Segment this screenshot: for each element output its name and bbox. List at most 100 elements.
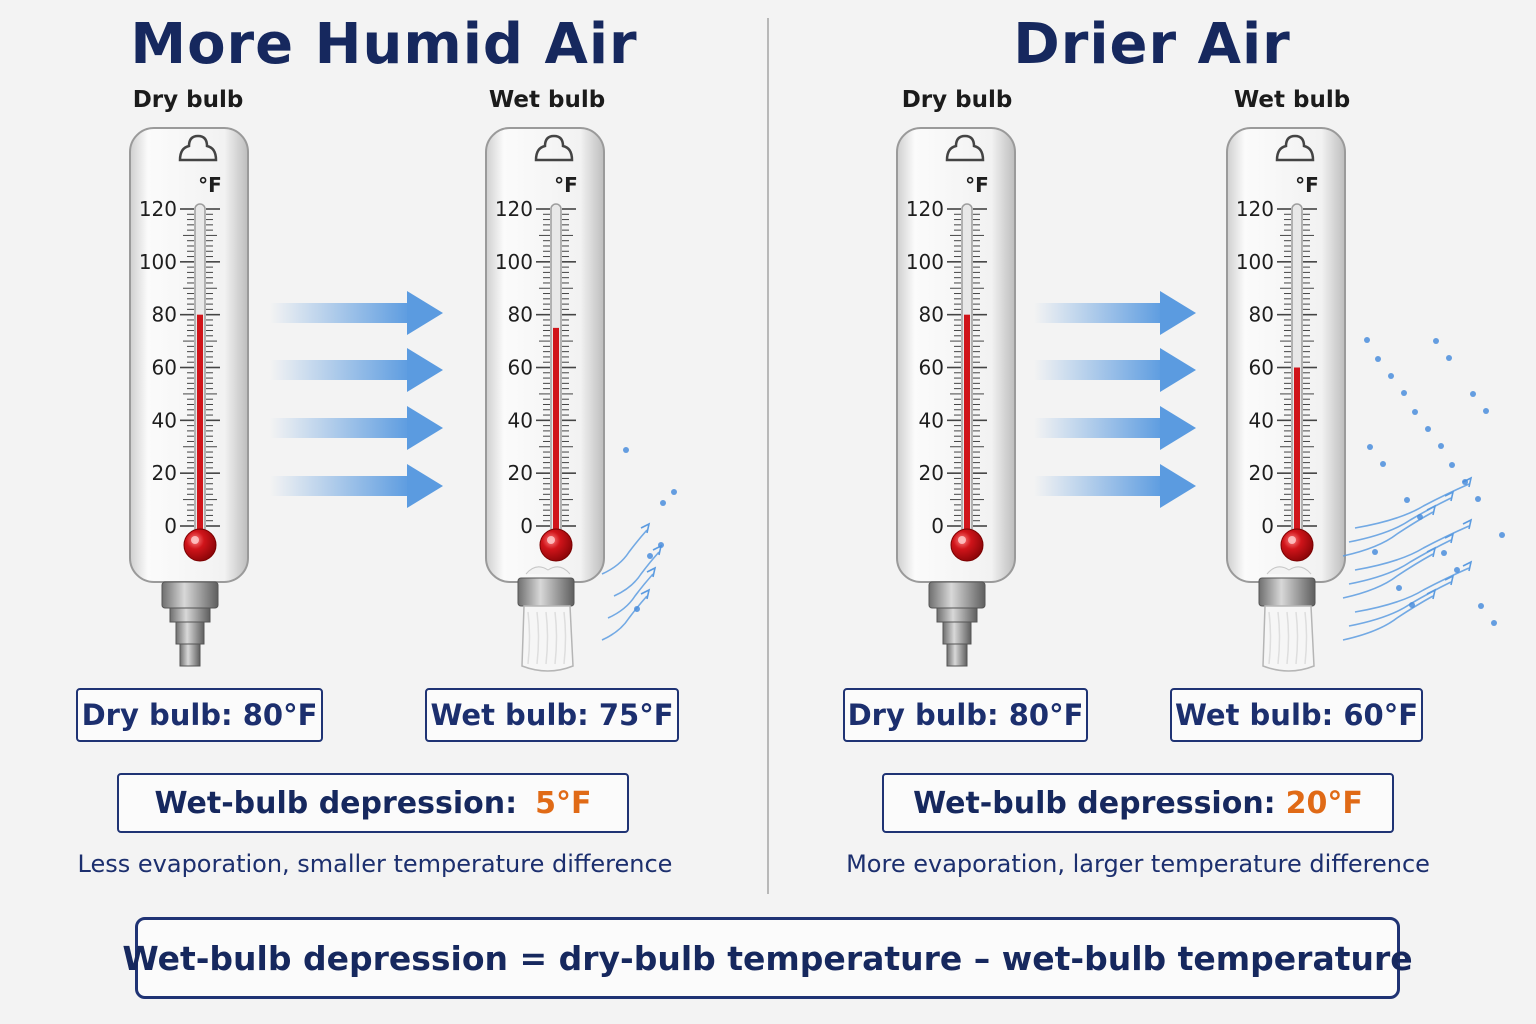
- airflow-arrow-shaft: [1034, 476, 1164, 496]
- water-droplet: [1396, 585, 1402, 591]
- vapor-wisp: [1354, 483, 1470, 529]
- tick-label: 20: [1249, 461, 1274, 485]
- water-droplet: [671, 489, 677, 495]
- water-droplet: [1401, 390, 1407, 396]
- airflow-arrow-shaft: [270, 360, 411, 380]
- water-droplet: [634, 606, 640, 612]
- tick-label: 20: [152, 461, 177, 485]
- wick-fiber: [1295, 611, 1299, 665]
- water-droplet: [1470, 391, 1476, 397]
- water-droplet: [1499, 532, 1505, 538]
- airflow-arrow-icon: [1160, 348, 1196, 392]
- mercury-bulb: [1280, 528, 1314, 562]
- wet-bulb-reading: Wet bulb: 60°F: [1170, 688, 1423, 742]
- water-droplet: [1446, 355, 1452, 361]
- tick-label: 100: [139, 250, 177, 274]
- bulb-highlight: [1288, 536, 1296, 544]
- wick-fiber: [1286, 611, 1290, 665]
- water-droplet: [1454, 567, 1460, 573]
- vapor-wisp: [1354, 567, 1470, 613]
- vapor-wisp: [607, 573, 654, 619]
- airflow-arrow-icon: [407, 348, 443, 392]
- drier-air-title: Drier Air: [1013, 12, 1291, 77]
- humid-air-title: More Humid Air: [130, 12, 638, 77]
- airflow-arrows: [1034, 291, 1196, 508]
- mercury-column: [964, 314, 970, 540]
- vapor-wisp: [1354, 525, 1470, 571]
- metal-collar: [936, 607, 978, 623]
- humid-caption: Less evaporation, smaller temperature di…: [77, 850, 673, 878]
- vapor-arrowhead: [640, 588, 651, 600]
- wet-bulb-depression-box: Wet-bulb depression: 5°F: [117, 773, 629, 833]
- wick-fiber: [1304, 611, 1308, 665]
- metal-collar: [161, 581, 219, 609]
- airflow-arrow-icon: [1160, 406, 1196, 450]
- tick-label: 40: [508, 408, 533, 432]
- tick-label: 60: [152, 356, 177, 380]
- metal-fitting: [946, 643, 968, 667]
- water-droplet: [647, 553, 653, 559]
- wet-bulb-label: Wet bulb: [1234, 87, 1350, 113]
- dry-bulb-reading: Dry bulb: 80°F: [76, 688, 323, 742]
- metal-collar: [928, 581, 986, 609]
- hanger-hole-icon: [945, 134, 985, 162]
- evaporation-wisps: [601, 447, 677, 641]
- water-droplet: [1425, 426, 1431, 432]
- water-droplet: [1475, 496, 1481, 502]
- wick-top: [525, 566, 571, 575]
- wick-fiber: [536, 611, 540, 665]
- airflow-arrow-icon: [407, 464, 443, 508]
- vapor-arrowhead: [646, 566, 657, 578]
- airflow-arrow-icon: [1160, 291, 1196, 335]
- tick-label: 100: [1236, 250, 1274, 274]
- airflow-arrow-shaft: [1034, 360, 1164, 380]
- tick-label: 80: [919, 303, 944, 327]
- depression-label: Wet-bulb depression:: [154, 785, 518, 821]
- water-droplet: [658, 542, 664, 548]
- wick-fiber: [545, 611, 549, 665]
- water-droplet: [1483, 408, 1489, 414]
- hanger-hole-icon: [534, 134, 574, 162]
- wet-bulb-reading: Wet bulb: 75°F: [425, 688, 679, 742]
- unit-label: °F: [198, 173, 222, 197]
- wick-fiber: [554, 611, 558, 665]
- vapor-arrowhead: [1462, 518, 1473, 530]
- dry-bulb-label: Dry bulb: [902, 87, 1013, 113]
- airflow-arrow-shaft: [1034, 418, 1164, 438]
- vapor-arrowhead: [640, 522, 651, 534]
- tick-label: 0: [520, 514, 533, 538]
- wick-fiber: [563, 611, 567, 665]
- tick-label: 0: [164, 514, 177, 538]
- drier-caption: More evaporation, larger temperature dif…: [846, 850, 1430, 878]
- dry-bulb-label: Dry bulb: [133, 87, 244, 113]
- tick-label: 40: [1249, 408, 1274, 432]
- airflow-arrow-icon: [407, 291, 443, 335]
- tick-label: 120: [906, 197, 944, 221]
- water-droplet: [660, 500, 666, 506]
- unit-label: °F: [965, 173, 989, 197]
- wick-fiber: [1268, 611, 1272, 665]
- bulb-highlight: [547, 536, 555, 544]
- tick-label: 120: [495, 197, 533, 221]
- panel-divider: [767, 18, 769, 894]
- airflow-arrow-shaft: [1034, 303, 1164, 323]
- tick-label: 80: [152, 303, 177, 327]
- metal-collar: [169, 607, 211, 623]
- water-droplet: [1491, 620, 1497, 626]
- metal-fitting: [942, 621, 972, 645]
- metal-collar: [517, 577, 575, 607]
- wet-bulb-depression-box: Wet-bulb depression: 20°F: [882, 773, 1394, 833]
- tick-label: 80: [1249, 303, 1274, 327]
- wick-top: [1266, 566, 1312, 575]
- water-droplet: [1449, 462, 1455, 468]
- airflow-arrow-icon: [407, 406, 443, 450]
- tick-label: 120: [139, 197, 177, 221]
- tick-label: 0: [1261, 514, 1274, 538]
- water-droplet: [1367, 444, 1373, 450]
